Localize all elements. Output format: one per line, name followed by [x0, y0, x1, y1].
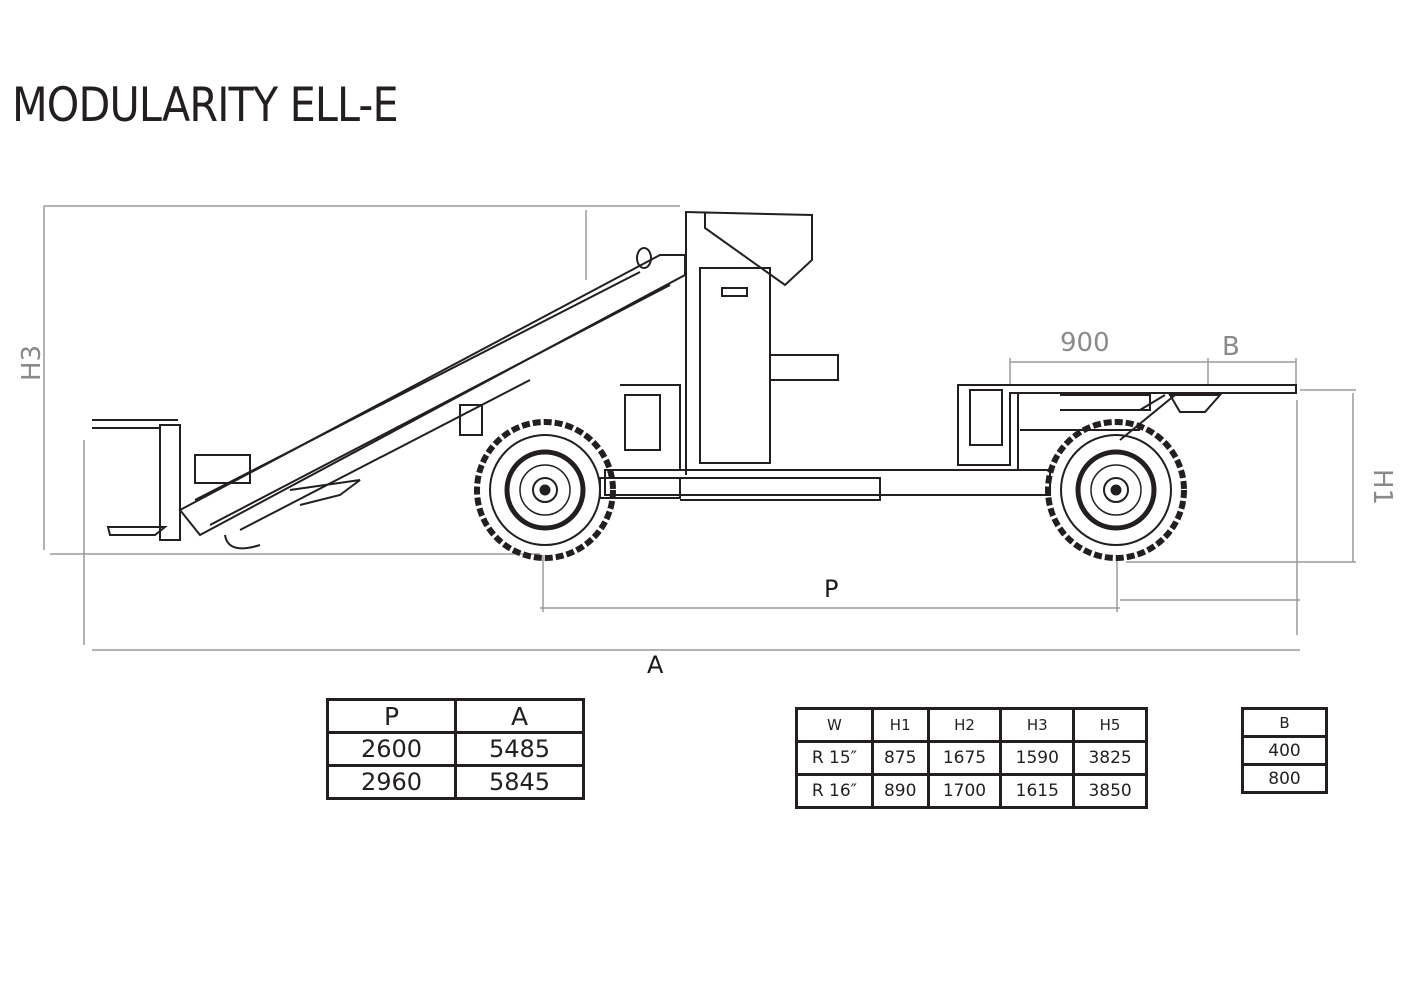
- table-cell: 1675: [926, 740, 1003, 776]
- table-cell: 3850: [1072, 773, 1148, 809]
- table-row: 800: [1241, 763, 1328, 794]
- table-header: H1: [870, 707, 930, 743]
- table-cell: 800: [1241, 763, 1328, 794]
- table-cell: 890: [870, 773, 930, 809]
- table-cell: 400: [1241, 735, 1328, 766]
- table-row: R 16″ 890 1700 1615 3850: [795, 773, 1148, 809]
- table-row: 400: [1241, 735, 1328, 766]
- dimension-label-p: P: [824, 575, 839, 603]
- table-header: P: [326, 698, 457, 734]
- page-title: MODULARITY ELL-E: [12, 78, 399, 133]
- front-wheel: [474, 419, 616, 561]
- wheel-heights-table: W H1 H2 H3 H5 R 15″ 875 1675 1590 3825 R…: [795, 707, 1148, 809]
- table-cell: 3825: [1072, 740, 1148, 776]
- table-cell: 1700: [926, 773, 1003, 809]
- vehicle-outline: [92, 211, 1297, 550]
- dimension-label-900: 900: [1060, 328, 1110, 358]
- table-header: A: [454, 698, 585, 734]
- table-header: W: [795, 707, 874, 743]
- dimension-label-a: A: [647, 651, 664, 679]
- dimension-label-h3: H3: [17, 344, 48, 382]
- table-header: H2: [926, 707, 1003, 743]
- table-header: H5: [1072, 707, 1148, 743]
- wheelbase-length-table: P A 2600 5485 2960 5845: [326, 698, 585, 800]
- table-row: 2960 5845: [326, 764, 585, 800]
- table-cell: 875: [870, 740, 930, 776]
- table-row: R 15″ 875 1675 1590 3825: [795, 740, 1148, 776]
- dimension-lines: [43, 205, 1356, 651]
- dimension-label-h1: H1: [1367, 468, 1398, 506]
- table-cell: 2600: [326, 731, 457, 767]
- table-cell: 1615: [999, 773, 1076, 809]
- table-header: H3: [999, 707, 1076, 743]
- table-cell: 5845: [454, 764, 585, 800]
- table-cell: 2960: [326, 764, 457, 800]
- deck-extension-table: B 400 800: [1241, 707, 1328, 794]
- table-cell: R 15″: [795, 740, 874, 776]
- dimension-label-b: B: [1222, 332, 1240, 362]
- rear-wheel: [1045, 419, 1187, 561]
- table-cell: 5485: [454, 731, 585, 767]
- table-cell: R 16″: [795, 773, 874, 809]
- table-row: 2600 5485: [326, 731, 585, 767]
- table-header: B: [1241, 707, 1328, 738]
- table-cell: 1590: [999, 740, 1076, 776]
